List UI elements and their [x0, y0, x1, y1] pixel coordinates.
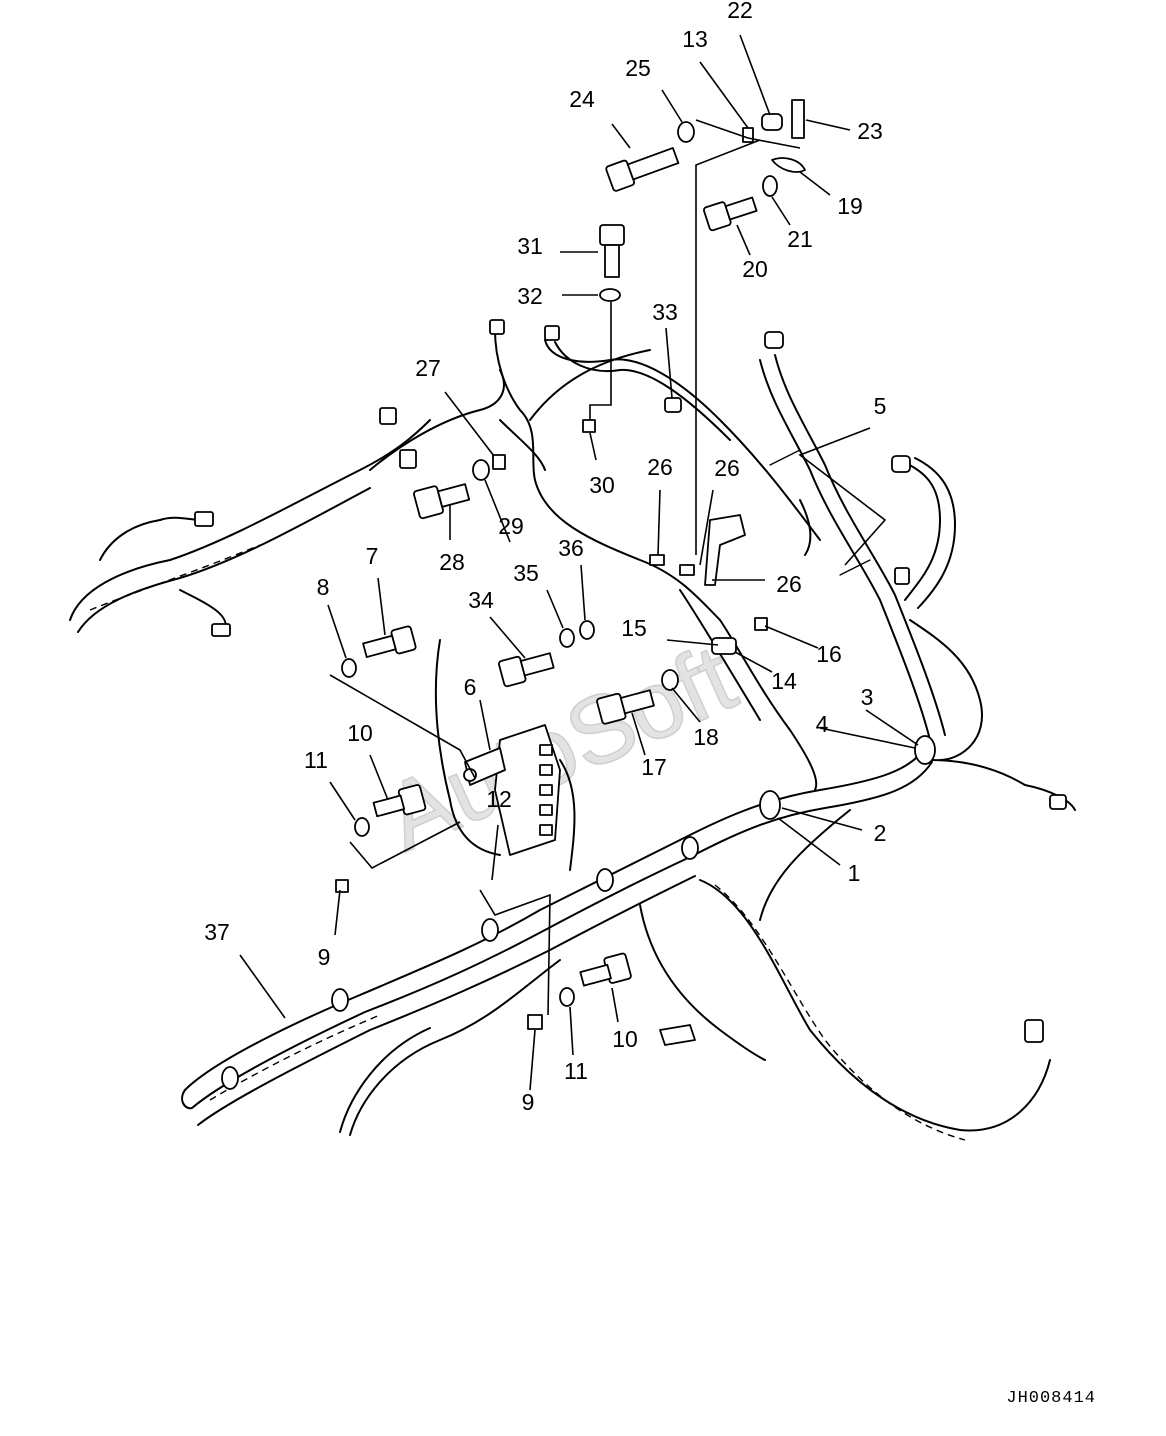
- callout-29: 29: [498, 513, 524, 539]
- callout-13: 13: [682, 26, 708, 52]
- part-30: [582, 419, 596, 433]
- callout-34: 34: [468, 587, 494, 613]
- upper-left-harness: [69, 369, 546, 637]
- bolt-17: [596, 689, 655, 725]
- washer-36: [579, 620, 595, 640]
- callout-12: 12: [486, 786, 512, 812]
- callout-28: 28: [439, 549, 465, 575]
- part-13: [742, 127, 754, 143]
- callout-20: 20: [742, 256, 768, 282]
- callout-24: 24: [569, 86, 595, 112]
- bolt-20: [703, 196, 758, 232]
- part-19: [771, 157, 806, 173]
- plate-23: [791, 99, 805, 139]
- callout-labels: 22 13 25 24 23 19 21 20 31 32 33 27 30 5…: [204, 0, 886, 1115]
- part-9b: [527, 1014, 543, 1030]
- clamps: [221, 637, 936, 1090]
- callout-17: 17: [641, 754, 667, 780]
- callout-5: 5: [874, 393, 887, 419]
- callout-11-lower: 11: [564, 1058, 588, 1084]
- callout-14: 14: [771, 668, 797, 694]
- callout-9-upper: 9: [318, 944, 331, 970]
- clip-26a: [649, 554, 665, 566]
- bolt-28: [413, 483, 471, 520]
- callout-25: 25: [625, 55, 651, 81]
- bolt-34: [498, 652, 555, 688]
- spacer-22: [761, 113, 783, 131]
- leader-lines: [239, 34, 919, 1091]
- part-9a: [335, 879, 349, 893]
- callout-27: 27: [415, 355, 441, 381]
- callout-1: 1: [848, 860, 861, 886]
- callout-6: 6: [464, 674, 477, 700]
- callout-10-upper: 10: [347, 720, 373, 746]
- callout-21: 21: [787, 226, 813, 252]
- callout-7: 7: [366, 543, 379, 569]
- callout-37: 37: [204, 919, 230, 945]
- washer-29: [472, 459, 490, 481]
- callout-22: 22: [727, 0, 753, 23]
- connector-26: [704, 514, 746, 586]
- part-27: [492, 454, 506, 470]
- callout-32: 32: [517, 283, 543, 309]
- washer-35: [559, 628, 575, 648]
- ground-terminal: [659, 1024, 696, 1046]
- part-16: [754, 617, 768, 631]
- callout-10-lower: 10: [612, 1026, 638, 1052]
- washer-18: [661, 669, 679, 691]
- bolt-31: [599, 224, 625, 278]
- callout-33: 33: [652, 299, 678, 325]
- part-33: [664, 397, 682, 413]
- upper-center-harness: [489, 319, 821, 791]
- washer-8: [341, 658, 357, 678]
- callout-11-upper: 11: [304, 747, 328, 773]
- callout-18: 18: [693, 724, 719, 750]
- callout-35: 35: [513, 560, 539, 586]
- callout-36: 36: [558, 535, 584, 561]
- callout-26-left: 26: [647, 454, 673, 480]
- callout-16: 16: [816, 641, 842, 667]
- callout-2: 2: [874, 820, 887, 846]
- right-upper-harness: [759, 331, 983, 761]
- washer-11a: [354, 817, 370, 837]
- washer-11b: [559, 987, 575, 1007]
- main-harness: [181, 747, 1076, 1141]
- callout-9-lower: 9: [522, 1089, 535, 1115]
- washer-25: [677, 121, 695, 143]
- callout-31: 31: [517, 233, 543, 259]
- drawing-code: JH008414: [1006, 1389, 1096, 1408]
- bolt-7: [362, 625, 417, 658]
- callout-30: 30: [589, 472, 615, 498]
- washer-21: [762, 175, 778, 197]
- bolt-24: [605, 147, 680, 192]
- washer-32: [599, 288, 621, 302]
- callout-15: 15: [621, 615, 647, 641]
- callout-19: 19: [837, 193, 863, 219]
- callout-3: 3: [861, 684, 874, 710]
- junction-block: [434, 639, 576, 871]
- bolt-10b: [579, 952, 632, 987]
- callout-26-right: 26: [714, 455, 740, 481]
- callout-4: 4: [816, 711, 829, 737]
- callout-8: 8: [317, 574, 330, 600]
- callout-26-lower: 26: [776, 571, 802, 597]
- callout-23: 23: [857, 118, 883, 144]
- clip-26b: [679, 564, 695, 576]
